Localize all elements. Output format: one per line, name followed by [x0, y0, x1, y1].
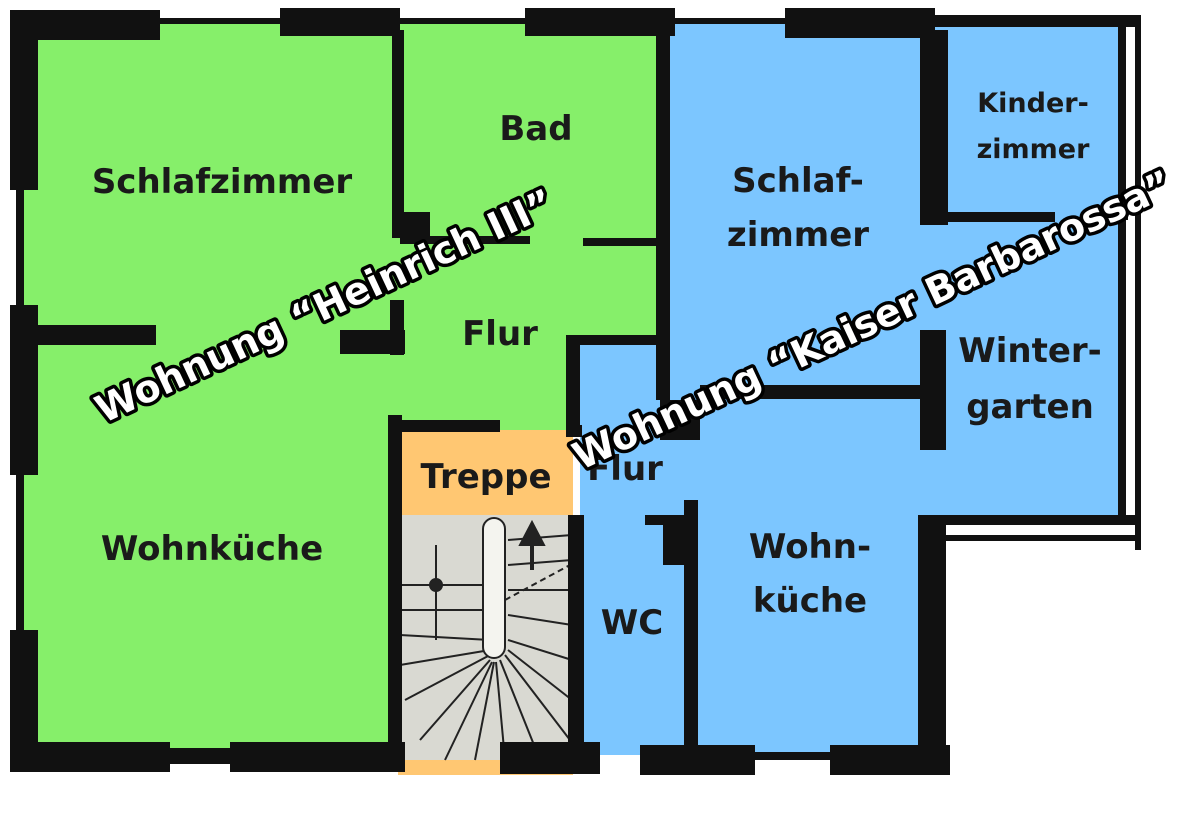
- room-label-schlafzimmer-right-1: Schlaf-: [732, 161, 864, 201]
- room-labels: Schlafzimmer Bad Flur Wohnküche Treppe S…: [92, 88, 1102, 643]
- walls: [10, 8, 1141, 775]
- room-label-schlafzimmer-right-2: zimmer: [727, 215, 869, 255]
- room-fills: [18, 18, 1125, 775]
- room-label-wohnkueche-left: Wohnküche: [101, 529, 323, 569]
- room-label-wohnkueche-right-2: küche: [753, 581, 867, 621]
- room-label-flur-left: Flur: [462, 314, 538, 354]
- room-label-wohnkueche-right-1: Wohn-: [749, 527, 871, 567]
- room-label-kinderzimmer-2: zimmer: [977, 134, 1091, 165]
- room-label-schlafzimmer: Schlafzimmer: [92, 162, 353, 202]
- room-label-bad: Bad: [499, 109, 572, 149]
- room-label-wc: WC: [601, 603, 663, 643]
- room-label-treppe: Treppe: [420, 457, 551, 497]
- room-label-flur-right: Flur: [587, 449, 663, 489]
- room-label-kinderzimmer-1: Kinder-: [977, 88, 1089, 119]
- room-label-wintergarten-1: Winter-: [958, 331, 1102, 371]
- room-label-wintergarten-2: garten: [966, 387, 1094, 427]
- apartment-heinrich-area: [18, 18, 668, 760]
